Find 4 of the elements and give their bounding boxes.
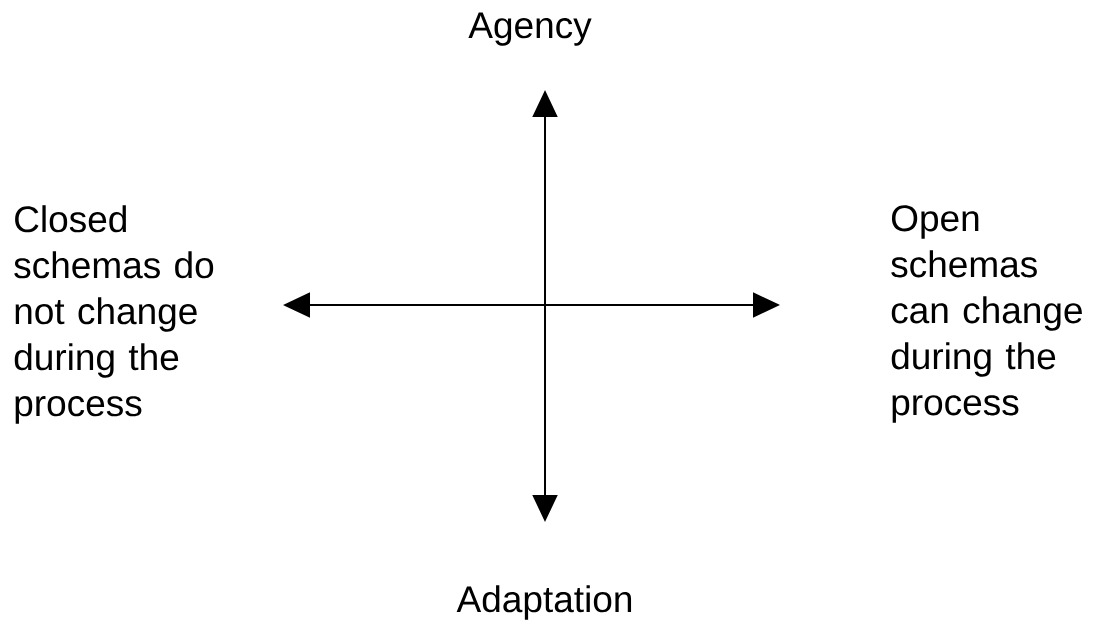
axis-label: Agency [468, 12, 592, 46]
axis-label: Adaptation [456, 585, 632, 620]
pole-description: Closed schemas do not change during the process [14, 205, 214, 424]
pole-description: Open schemas can change during the process [891, 205, 1082, 423]
